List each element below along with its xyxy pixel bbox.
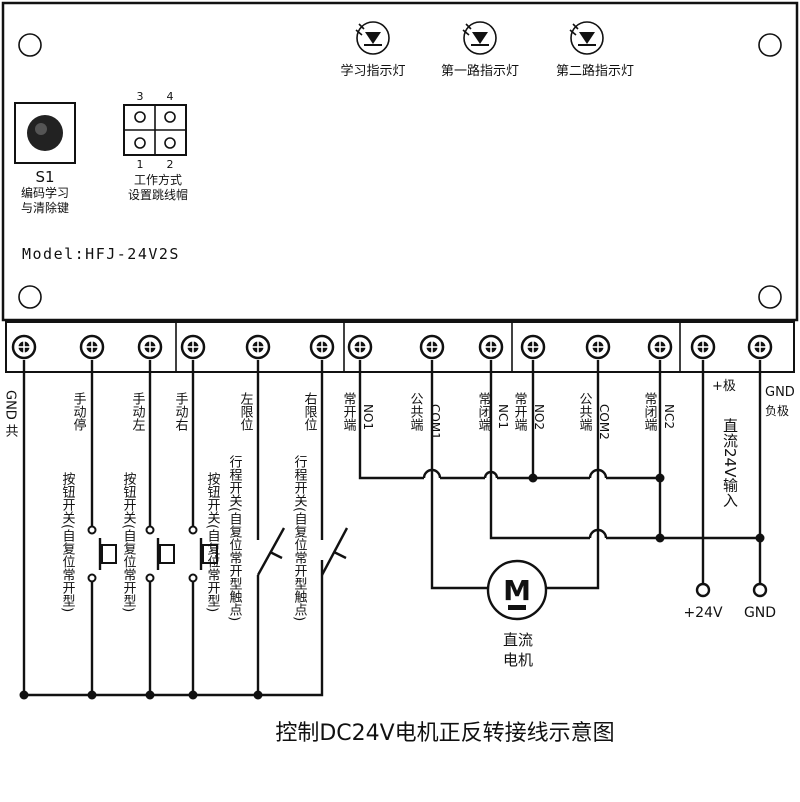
terminal-screw-icon (309, 334, 335, 360)
motor-label-line2: 电机 (503, 651, 533, 669)
jumper-block (123, 104, 187, 156)
plus24-label: +24V (683, 605, 723, 621)
terminal-sublabel: COM2 (597, 404, 611, 440)
terminal-screw-icon (747, 334, 773, 360)
terminal-sublabel: NO2 (532, 404, 546, 430)
switch-stop-label: 按钮开关(自复位常开型) (60, 472, 76, 612)
wire-no1 (358, 360, 424, 480)
gnd-terminal-icon (752, 582, 768, 598)
terminal-label: 手动左 (130, 392, 146, 431)
switch-right-label: 按钮开关(自复位常开型) (205, 472, 221, 612)
terminal-screw-icon (79, 334, 105, 360)
wire-com1 (430, 360, 488, 590)
terminal-label: GND (765, 385, 795, 400)
terminal-label: 公共端 (577, 392, 593, 431)
terminal-label: 常开端 (341, 392, 357, 431)
led-label-ch1: 第一路指示灯 (441, 63, 519, 79)
terminal-label: +极 (712, 379, 736, 394)
mounting-hole-icon (758, 33, 782, 57)
motor-symbol: M (503, 574, 531, 607)
jumper-pin-2: 2 (167, 158, 174, 171)
wire-nc1 (489, 360, 760, 540)
terminal-sublabel: NC2 (662, 404, 676, 429)
terminal-label: 手动右 (173, 392, 189, 431)
terminal-screw-icon (585, 334, 611, 360)
terminal-label: 左限位 (238, 392, 254, 431)
pcb-board (1, 1, 799, 322)
terminal-screw-icon (347, 334, 373, 360)
terminal-label: GND 共 (3, 390, 19, 437)
dc-motor-icon (486, 559, 548, 621)
terminal-sublabel: 负极 (765, 404, 789, 418)
terminal-screw-icon (478, 334, 504, 360)
led-label-learn: 学习指示灯 (340, 63, 405, 79)
terminal-screw-icon (11, 334, 37, 360)
dc-input-label: 直流24V输入 (721, 418, 739, 508)
led-icon (355, 21, 390, 55)
led-label-ch2: 第二路指示灯 (556, 63, 634, 79)
terminal-sublabel: NC1 (496, 404, 510, 429)
terminal-screw-icon (419, 334, 445, 360)
mounting-hole-icon (18, 33, 42, 57)
terminal-sublabel: COM1 (428, 404, 442, 440)
terminal-label: 右限位 (302, 392, 318, 431)
wire-com2 (545, 360, 600, 590)
terminal-screw-icon (137, 334, 163, 360)
wire-gnd-common (22, 360, 324, 697)
led-icon (569, 21, 604, 55)
limit-switch-right-icon (320, 527, 349, 576)
s1-desc-line1: 编码学习 (21, 185, 69, 200)
terminal-sublabel: NO1 (361, 404, 375, 430)
terminal-label: 常闭端 (642, 392, 658, 431)
terminal-label: 公共端 (408, 392, 424, 431)
terminal-screw-icon (690, 334, 716, 360)
s1-button (14, 102, 76, 164)
push-button-right-icon (188, 525, 218, 583)
push-button-left-icon (145, 525, 175, 583)
plus24-terminal-icon (695, 582, 711, 598)
motor-label-line1: 直流 (503, 631, 533, 649)
model-label: Model:HFJ-24V2S (22, 245, 180, 263)
terminal-label: 常闭端 (476, 392, 492, 431)
jumper-desc-line2: 设置跳线帽 (128, 187, 188, 202)
jumper-desc-line1: 工作方式 (134, 172, 182, 187)
terminal-screw-icon (180, 334, 206, 360)
switch-left-label: 按钮开关(自复位常开型) (121, 472, 137, 612)
led-icon (462, 21, 497, 55)
s1-label: S1 (35, 168, 54, 186)
terminal-screw-icon (520, 334, 546, 360)
mounting-hole-icon (18, 285, 42, 309)
jumper-pin-4: 4 (167, 90, 174, 103)
limit-left-label: 行程开关(自复位常开型触点) (227, 455, 243, 621)
limit-right-label: 行程开关(自复位常开型触点) (292, 455, 308, 621)
diagram-title: 控制DC24V电机正反转接线示意图 (275, 721, 614, 746)
terminal-screw-icon (245, 334, 271, 360)
junction-dots (19, 473, 765, 700)
limit-switch-left-icon (256, 527, 286, 576)
jumper-pin-3: 3 (137, 90, 144, 103)
terminal-label: 常开端 (512, 392, 528, 431)
terminal-screw-icon (647, 334, 673, 360)
push-button-stop-icon (87, 525, 117, 583)
s1-desc-line2: 与清除键 (21, 200, 69, 215)
terminal-label: 手动停 (71, 392, 87, 431)
terminal-block (5, 321, 795, 373)
mounting-hole-icon (758, 285, 782, 309)
gnd-label: GND (744, 605, 776, 621)
jumper-pin-1: 1 (137, 158, 144, 171)
